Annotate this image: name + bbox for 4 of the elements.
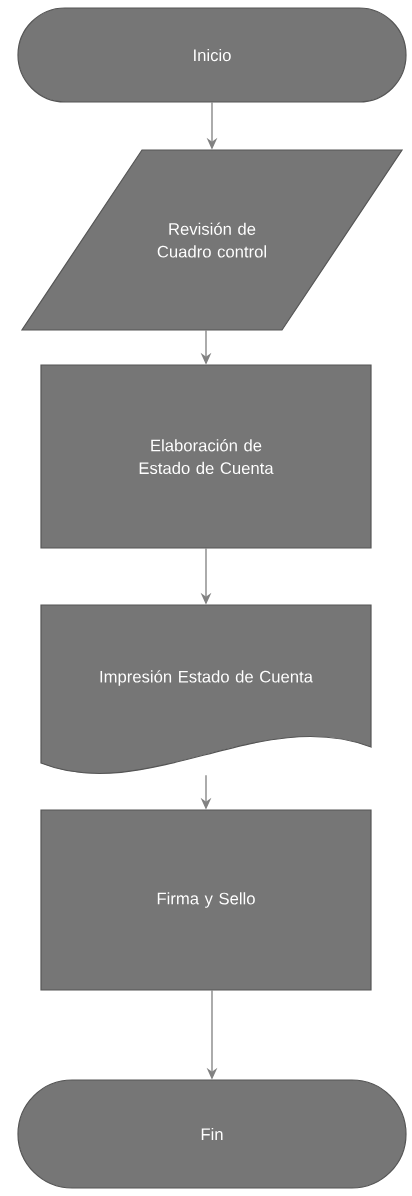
terminator: Inicio <box>17 7 407 103</box>
process-box: Firma y Sello <box>40 809 372 991</box>
terminator: Fin <box>17 1079 407 1189</box>
process-box: Elaboración de Estado de Cuenta <box>40 364 372 549</box>
